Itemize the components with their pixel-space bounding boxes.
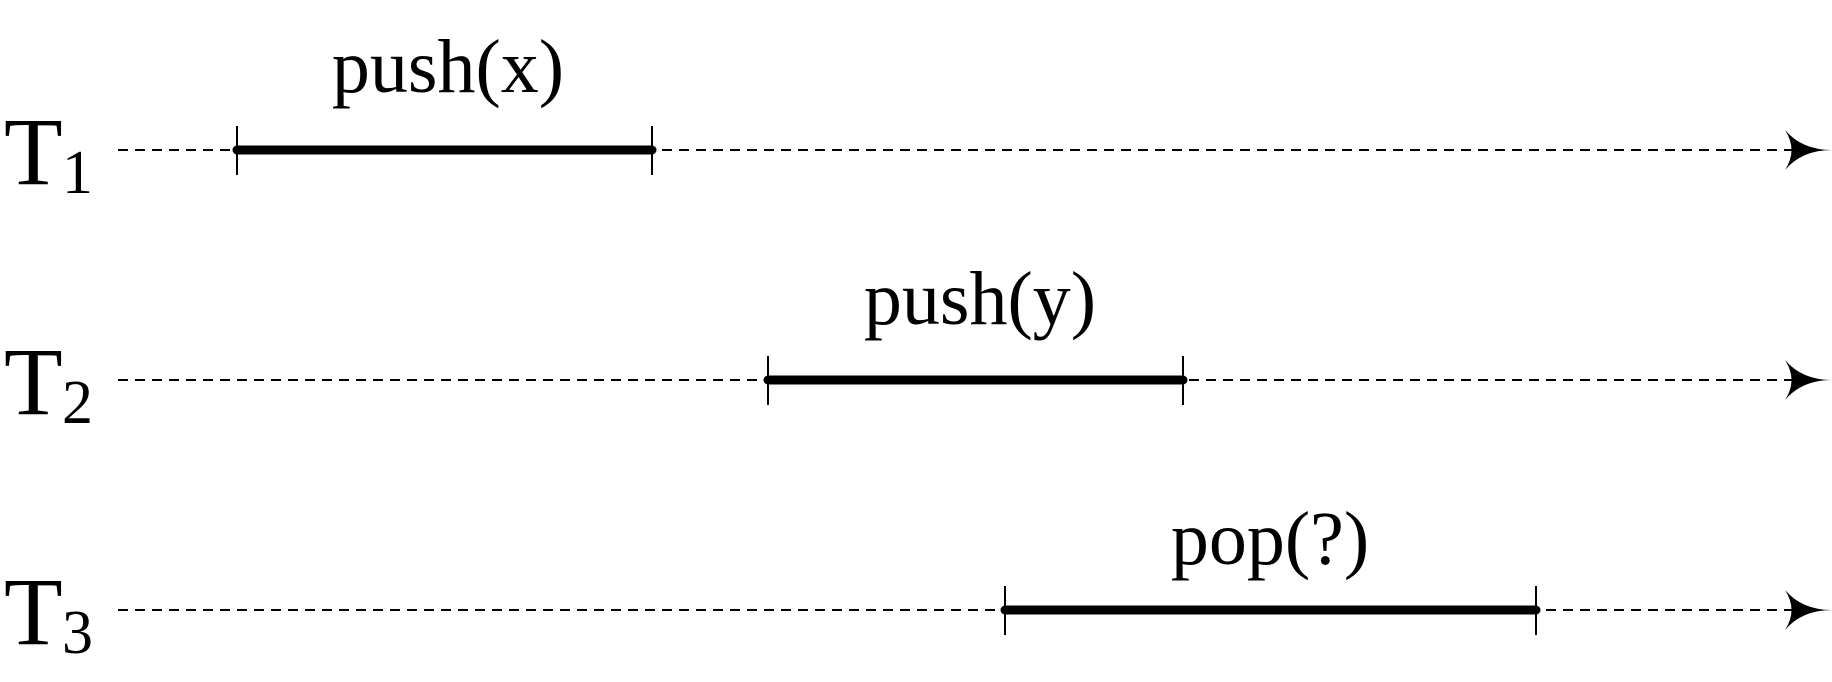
thread-1-subscript: 1 [62,139,93,207]
thread-3-op-label: pop(?) [1171,497,1369,581]
thread-3-label: T 3 [4,558,93,667]
thread-2-label: T 2 [4,328,93,437]
thread-2-subscript: 2 [62,369,93,437]
thread-1-timeline-arrowhead [1785,130,1832,170]
thread-2-name: T [4,328,63,435]
thread-2-row: T 2 push(y) [4,257,1832,437]
thread-2-timeline-arrowhead [1785,360,1832,400]
thread-2-op-label: push(y) [864,257,1096,341]
thread-3-subscript: 3 [62,599,93,667]
thread-1-op-label: push(x) [332,25,564,109]
thread-1-name: T [4,98,63,205]
thread-3-name: T [4,558,63,665]
thread-3-row: T 3 pop(?) [4,497,1832,667]
thread-3-timeline-arrowhead [1785,590,1832,630]
thread-1-label: T 1 [4,98,93,207]
thread-1-row: T 1 push(x) [4,25,1832,207]
